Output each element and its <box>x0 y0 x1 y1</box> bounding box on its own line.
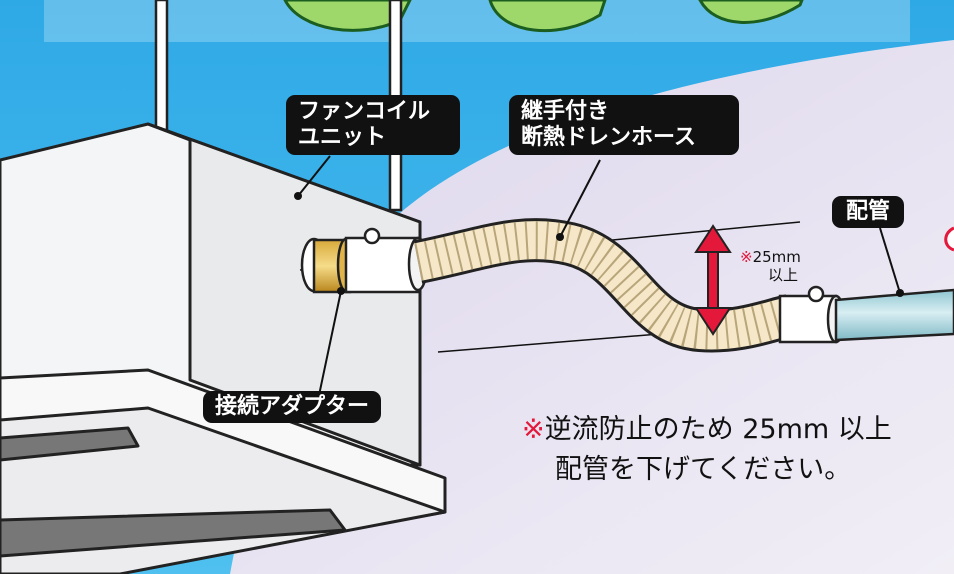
fan-coil-label-line2: ユニット <box>298 125 387 150</box>
pipe-joint <box>778 285 846 344</box>
drain-hose-label: 継手付き 断熱ドレンホース <box>509 95 739 155</box>
fan-coil-unit <box>0 122 447 574</box>
height-difference-arrow <box>694 224 732 336</box>
caution-line1: 逆流防止のため 25mm 以上 <box>544 414 892 445</box>
adapter-label-text: 接続アダプター <box>215 394 370 419</box>
fan-coil-label-line1: ファンコイル <box>298 99 431 124</box>
adapter-leader <box>317 290 342 401</box>
drain-hose-body <box>414 221 795 350</box>
caution-mark: ※ <box>522 414 545 445</box>
caution-line2: 配管を下げてください。 <box>555 454 852 485</box>
drain-hose-label-line2: 断熱ドレンホース <box>521 125 696 150</box>
fan-coil-unit-label: ファンコイル ユニット <box>286 95 460 155</box>
fancoil-leader <box>297 155 331 197</box>
caution-note: ※逆流防止のため 25mm 以上 配管を下げてください。 <box>522 410 892 490</box>
drain-hose-label-line1: 継手付き <box>521 99 610 124</box>
dim-note-qualifier: 以上 <box>768 266 799 284</box>
pipe-label: 配管 <box>832 196 905 228</box>
pipe <box>834 288 954 342</box>
hanging-rod-left <box>154 0 169 132</box>
dim-note-value: 25mm <box>752 248 801 266</box>
pipe-leader <box>879 227 901 294</box>
pipe-label-text: 配管 <box>846 199 891 224</box>
adapter-label: 接続アダプター <box>203 391 382 423</box>
edge-circle-fragment <box>944 226 954 252</box>
hose-leader <box>559 159 601 238</box>
dim-note-mark: ※ <box>740 248 753 266</box>
height-difference-note: ※25mm 以上 <box>740 248 801 284</box>
